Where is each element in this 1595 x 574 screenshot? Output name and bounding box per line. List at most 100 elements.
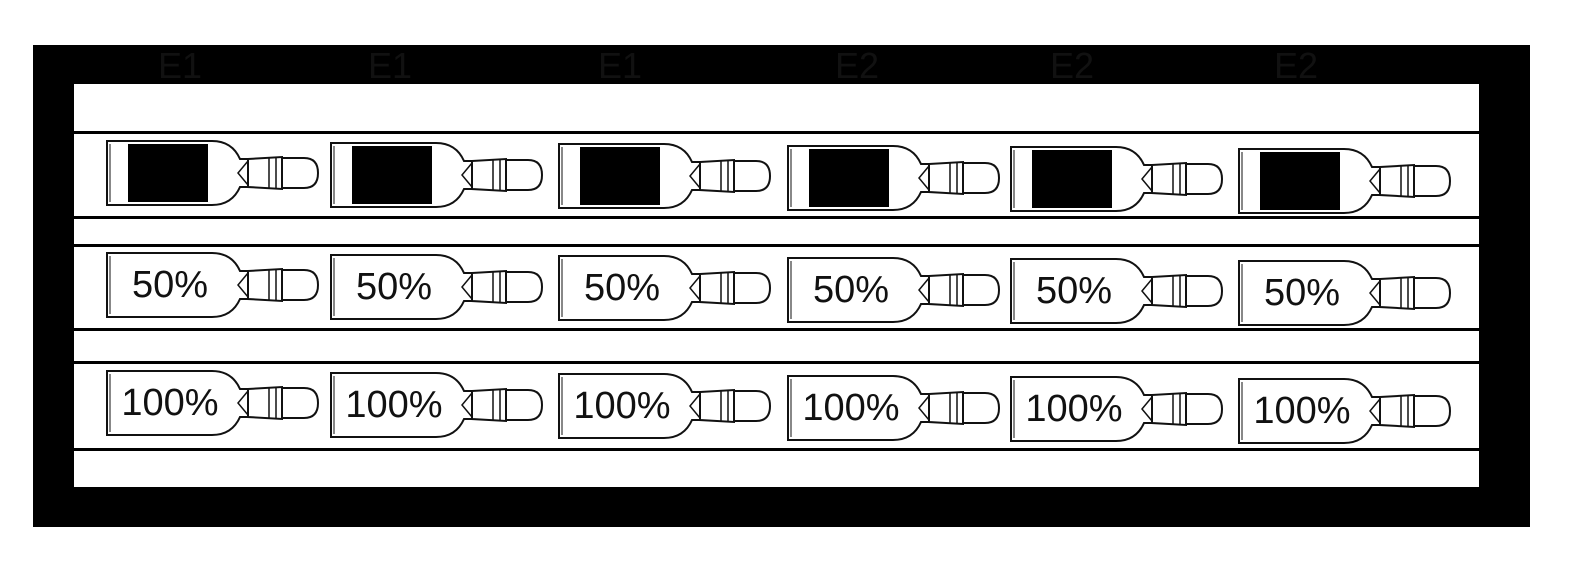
bottle-shoulder	[1141, 166, 1153, 192]
bottle-cap	[962, 161, 1001, 194]
bottle-outline	[558, 255, 772, 321]
redacted-label	[809, 148, 889, 207]
column-label: E1	[367, 45, 413, 86]
bottle-concentration-label: 100%	[345, 383, 443, 426]
bottle-cap	[1185, 163, 1224, 195]
bottle: 100%	[1008, 374, 1228, 444]
bottle-cap	[1413, 276, 1452, 309]
bottle: 100%	[556, 371, 776, 441]
bottle: 50%	[104, 250, 324, 320]
bottle-neck-rings	[492, 388, 501, 421]
bottle-concentration-label: 100%	[573, 385, 671, 427]
bottle-neck-rings	[949, 273, 958, 306]
bottle-cap	[962, 391, 1001, 424]
bottle-neck	[247, 155, 283, 191]
bottle-neck-rings	[492, 270, 501, 303]
bottle-neck-rings	[949, 161, 958, 194]
bottle-shoulder	[237, 272, 249, 298]
bottle: 100%	[1236, 376, 1456, 446]
bottle-cap	[1413, 164, 1452, 197]
bottle-shoulder	[1369, 280, 1381, 305]
bottle-cap	[733, 272, 772, 304]
bottle-neck	[1379, 393, 1415, 428]
bottle	[1008, 144, 1228, 214]
bottle-neck	[1151, 273, 1187, 309]
bottle-outline	[330, 371, 544, 438]
bottle: 50%	[785, 255, 1005, 325]
bottle-shoulder	[918, 165, 930, 190]
redacted-label	[580, 147, 660, 205]
bottle-concentration-label: 50%	[583, 267, 661, 309]
bottle-concentration-label: 100%	[121, 382, 219, 424]
bottle-neck	[699, 158, 735, 194]
bottle-shoulder	[461, 162, 473, 187]
bottle-shoulder	[689, 393, 701, 419]
bottle-outline	[330, 253, 544, 320]
bottle-neck	[247, 385, 283, 421]
bottle-neck-rings	[1172, 393, 1181, 425]
column-label: E2	[834, 45, 880, 86]
bottle-neck-rings	[268, 269, 277, 301]
bottle-neck	[1379, 163, 1415, 198]
bottle	[785, 143, 1005, 213]
bottle-concentration-label: 50%	[1035, 270, 1113, 312]
column-label: E1	[597, 45, 643, 86]
bottle-neck-rings	[1400, 164, 1409, 197]
bottle-neck-rings	[492, 158, 501, 191]
bottle-outline	[106, 370, 320, 436]
bottle-concentration-label: 100%	[802, 386, 900, 429]
column-label: E1	[157, 45, 203, 86]
bottle-neck-rings	[720, 390, 729, 422]
bottle-concentration-label: 50%	[355, 265, 433, 308]
bottle-neck	[1151, 161, 1187, 197]
bottle-cap	[962, 273, 1001, 306]
bottle-concentration-label: 50%	[131, 264, 209, 306]
bottle-shoulder	[1141, 278, 1153, 304]
bottle-neck	[247, 267, 283, 303]
bottle-shoulder	[1141, 396, 1153, 422]
shelf-line	[74, 361, 1479, 364]
bottle	[1236, 146, 1456, 216]
bottle-cap	[733, 390, 772, 422]
bottle-neck	[471, 269, 507, 304]
redacted-label	[128, 144, 208, 202]
bottle: 50%	[328, 252, 548, 322]
bottle: 100%	[104, 368, 324, 438]
column-label: E2	[1049, 45, 1095, 86]
bottle-neck	[928, 390, 964, 425]
bottle-neck-rings	[720, 160, 729, 192]
bottle-neck	[928, 272, 964, 307]
bottle-cap	[1413, 394, 1452, 427]
shelf-line	[74, 216, 1479, 219]
bottle-shoulder	[237, 160, 249, 186]
bottle-neck	[471, 387, 507, 422]
bottle-cap	[505, 388, 544, 421]
bottle: 50%	[1236, 258, 1456, 328]
bottle-shoulder	[1369, 168, 1381, 193]
bottle-outline	[1238, 377, 1452, 444]
bottle-shoulder	[461, 392, 473, 417]
bottle-shoulder	[918, 277, 930, 302]
bottle	[556, 141, 776, 211]
bottle-neck-rings	[1172, 163, 1181, 195]
bottle-neck	[1151, 391, 1187, 427]
bottle-neck	[471, 157, 507, 192]
bottle-outline	[558, 373, 772, 439]
bottle-neck-rings	[1172, 275, 1181, 307]
bottle-concentration-label: 50%	[812, 268, 890, 311]
shelf-line	[74, 244, 1479, 247]
bottle-shoulder	[237, 390, 249, 416]
bottle-concentration-label: 100%	[1253, 389, 1351, 432]
bottle-cap	[733, 160, 772, 192]
bottle-cap	[505, 158, 544, 191]
bottle: 50%	[556, 253, 776, 323]
redacted-label	[1260, 151, 1340, 210]
bottle-neck-rings	[1400, 394, 1409, 427]
shelf-line	[74, 131, 1479, 134]
bottle: 100%	[785, 373, 1005, 443]
bottle-concentration-label: 100%	[1025, 388, 1123, 430]
shelf-line	[74, 328, 1479, 331]
bottle-outline	[106, 252, 320, 318]
shelf-line	[74, 448, 1479, 451]
bottle-shoulder	[461, 274, 473, 299]
